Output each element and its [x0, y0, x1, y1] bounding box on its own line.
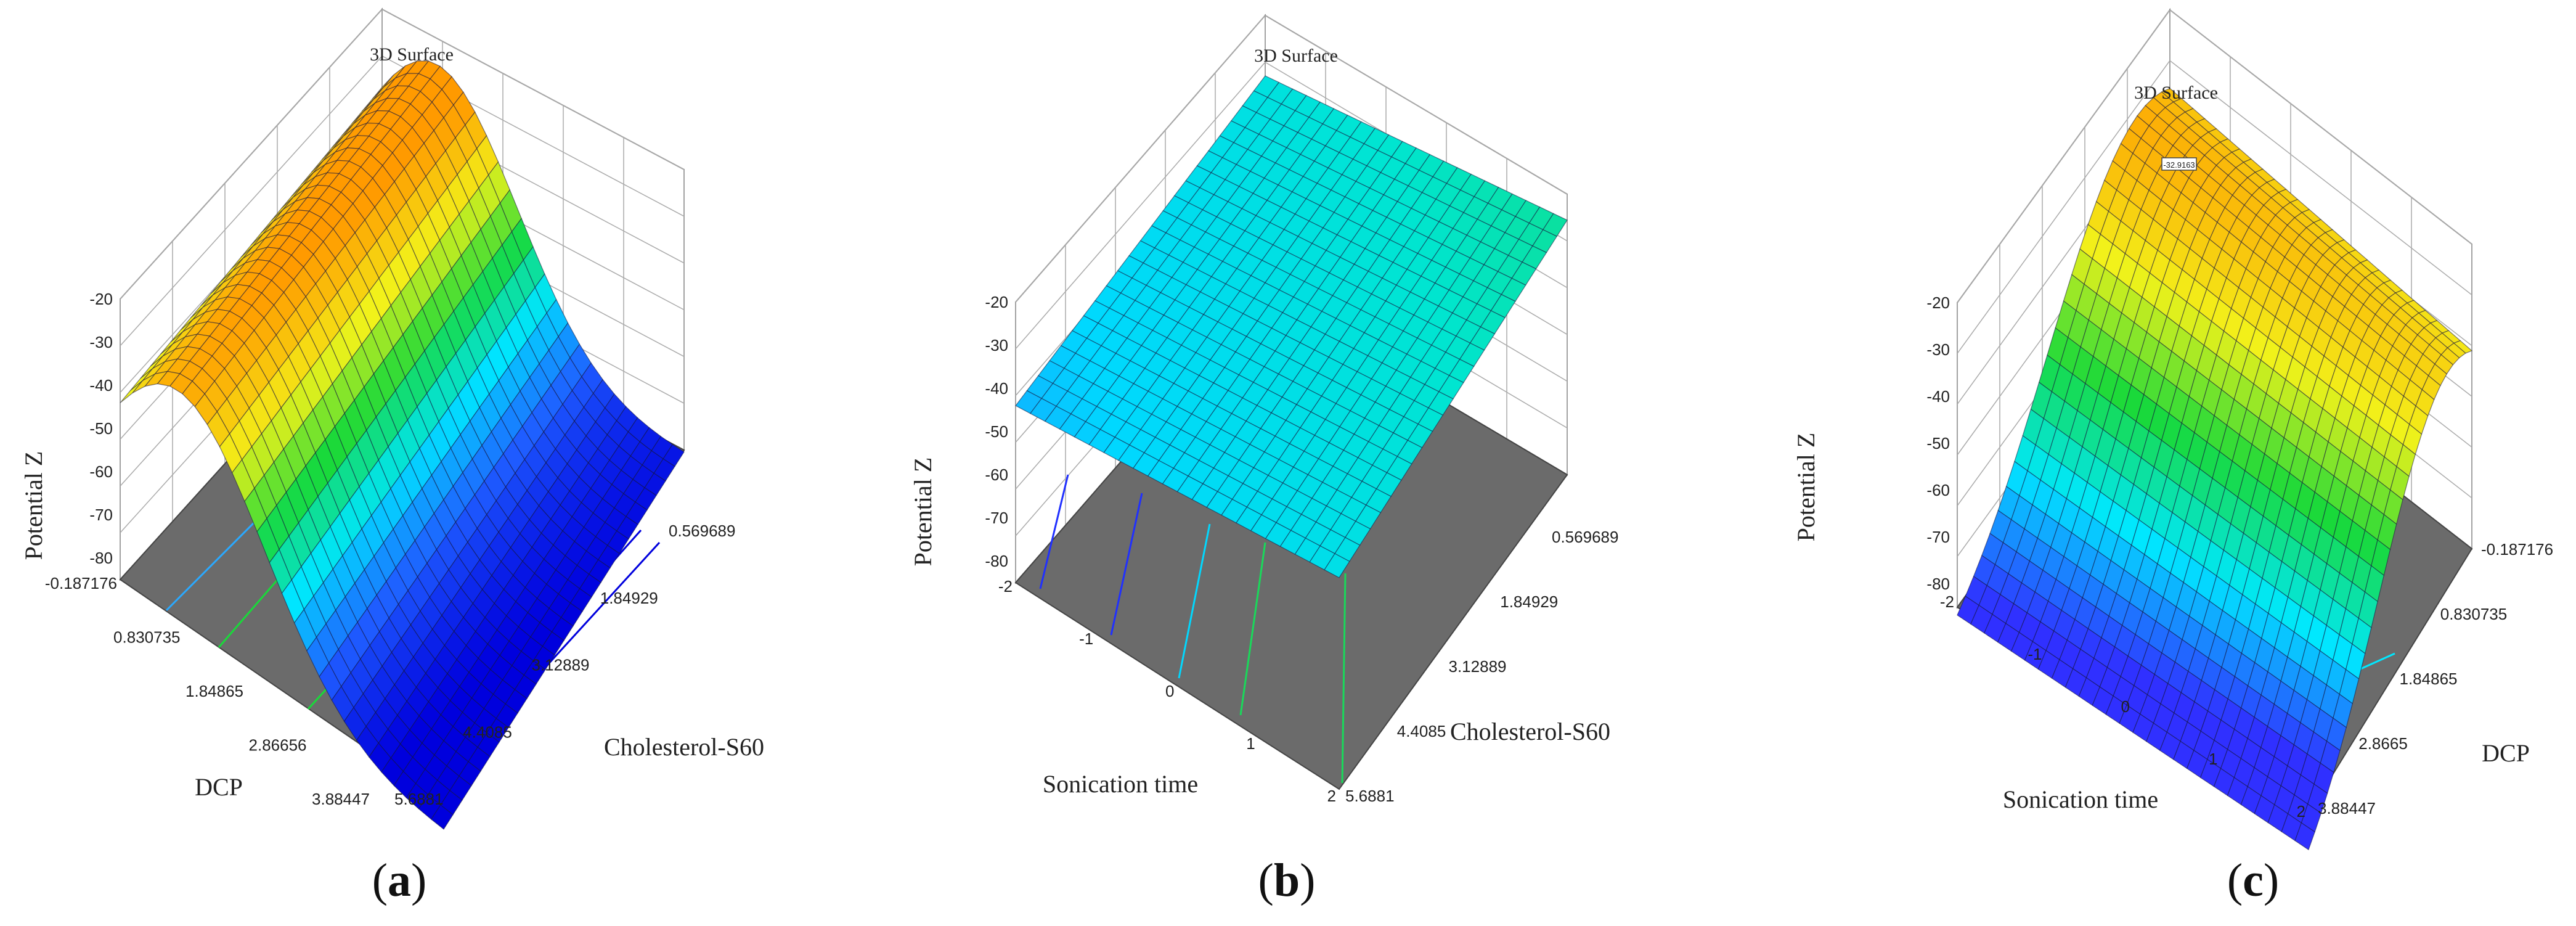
chart-a-ztick-label: -60: [89, 462, 113, 481]
chart-b-floor-contour: [1239, 542, 1266, 716]
chart-b-xtick-label: -1: [1079, 629, 1093, 648]
chart-a-ytick-label: 4.4085: [463, 723, 512, 741]
surface-chart-c: -20 -30 -40 -50 -60 -70 -80-2 -1 0 1 2 3.88447 2.866…: [1792, 7, 2553, 851]
chart-c-ytick-label: 0.830735: [2440, 605, 2507, 623]
chart-a-ztick-label: -40: [89, 376, 113, 395]
chart-b-ztick-label: -40: [985, 379, 1008, 398]
chart-b-ztick-label: -70: [985, 509, 1008, 527]
panel-a: -20 -30 -40 -50 -60 -70 -80 -0.187176 0.830735 1.…: [0, 0, 858, 926]
chart-b-xtick-label: -2: [998, 577, 1013, 596]
chart-a-ztick-label: -30: [89, 333, 113, 351]
chart-a-ztick-label: -20: [89, 290, 113, 308]
chart-b-xtick-label: 0: [1165, 682, 1174, 700]
chart-b-ytick-label: 3.12889: [1449, 657, 1507, 676]
chart-b-ytick-label: 4.4085: [1397, 722, 1446, 740]
chart-a-xtick-label: 2.86656: [249, 736, 307, 755]
chart-a-xtick-label: 1.84865: [185, 682, 243, 700]
chart-c-max-flag-box: [2161, 157, 2197, 171]
caption-c: (c): [2227, 854, 2280, 906]
chart-b-mesh-cell: [1324, 553, 1350, 578]
chart-c-ytick-label: -0.187176: [2481, 540, 2553, 559]
chart-c-title: 3D Surface: [2134, 83, 2218, 103]
chart-b-wall-grid-h: [1015, 15, 1266, 303]
chart-c-group: -20 -30 -40 -50 -60 -70 -80-2 -1 0 1 2 3.88447 2.866…: [1792, 7, 2553, 851]
chart-a-wall-grid-h: [120, 9, 383, 300]
chart-a-mesh-cell: [120, 380, 143, 403]
chart-a-xtick-label: 0.830735: [113, 628, 180, 647]
chart-b-ytick-label: 0.569689: [1552, 528, 1618, 546]
chart-b-xtick-label: 2: [1327, 787, 1336, 805]
chart-c-ztick-label: -40: [1926, 387, 1950, 406]
chart-c-xtick-label: -1: [2028, 645, 2042, 663]
chart-b-ztick-label: -60: [985, 465, 1008, 484]
chart-b-xlabel: Sonication time: [1043, 770, 1198, 798]
chart-b-floor-contour: [1110, 493, 1143, 636]
chart-b-ztick-label: -50: [985, 422, 1008, 441]
chart-a-ztick-label: -70: [89, 506, 113, 524]
chart-c-ztick-label: -20: [1926, 293, 1950, 312]
chart-c-xtick-label: 2: [2297, 802, 2305, 821]
chart-a-wall-grid-h: [381, 9, 685, 170]
chart-c-xtick-label: -2: [1940, 592, 1954, 611]
chart-c-xtick-label: 0: [2121, 697, 2130, 716]
chart-a-group: -20 -30 -40 -50 -60 -70 -80 -0.187176 0.830735 1.…: [20, 7, 764, 830]
chart-c-zlabel: Potential Z: [1792, 433, 1820, 542]
chart-a-title: 3D Surface: [370, 44, 454, 65]
caption-b: (b): [1258, 854, 1316, 906]
chart-a-xlabel: DCP: [195, 773, 243, 801]
chart-c-wall-grid-h: [1957, 9, 2170, 303]
chart-a-xtick-label: 3.88447: [312, 790, 370, 808]
surface-chart-a: -20 -30 -40 -50 -60 -70 -80 -0.187176 0.830735 1.…: [20, 7, 764, 830]
chart-c-ztick-label: -60: [1926, 481, 1950, 499]
chart-c-ztick-label: -70: [1926, 528, 1950, 546]
chart-a-xtick-label: -0.187176: [45, 574, 117, 592]
chart-a-ytick-label: 0.569689: [669, 522, 735, 540]
chart-b-ytick-label: 5.6881: [1345, 787, 1395, 805]
chart-b-group: -20 -30 -40 -50 -60 -70 -80 -2 -1 0 1 2 5.6881 4.4085…: [909, 14, 1618, 805]
chart-b-floor-contour: [1178, 523, 1211, 679]
chart-a-ytick-label: 5.6881: [394, 790, 444, 808]
chart-c-ylabel: DCP: [2482, 739, 2530, 767]
chart-c-mesh-cell: [2294, 822, 2315, 851]
chart-c-ztick-label: -30: [1926, 340, 1950, 359]
chart-b-ylabel: Cholesterol-S60: [1450, 718, 1610, 745]
chart-b-zlabel: Potential Z: [909, 457, 937, 567]
chart-b-ztick-label: -80: [985, 552, 1008, 570]
chart-c-ytick-label: 2.8665: [2358, 734, 2408, 753]
chart-c-ztick-label: -80: [1926, 575, 1950, 593]
chart-c-max-flag: -32.9163: [2163, 160, 2195, 170]
chart-a-ytick-label: 1.84929: [600, 589, 658, 607]
chart-a-wall-grid-h: [120, 55, 383, 346]
chart-c-wall-grid-h: [1957, 60, 2170, 354]
panel-b: -20 -30 -40 -50 -60 -70 -80 -2 -1 0 1 2 5.6881 4.4085…: [858, 0, 1717, 926]
chart-b-xtick-label: 1: [1246, 734, 1255, 753]
chart-b-floor-contour: [1039, 474, 1069, 589]
chart-b-ztick-label: -30: [985, 336, 1008, 354]
chart-a-ylabel: Cholesterol-S60: [604, 733, 764, 761]
chart-c-xlabel: Sonication time: [2003, 785, 2158, 813]
chart-b-floor-contour: [1341, 573, 1347, 784]
surface-chart-b: -20 -30 -40 -50 -60 -70 -80 -2 -1 0 1 2 5.6881 4.4085…: [909, 14, 1618, 805]
chart-c-wall-grid-h: [2169, 60, 2472, 295]
panel-c: -20 -30 -40 -50 -60 -70 -80-2 -1 0 1 2 3.88447 2.866…: [1717, 0, 2575, 926]
chart-c-ytick-label: 3.88447: [2318, 799, 2376, 817]
chart-b-ytick-label: 1.84929: [1500, 592, 1558, 611]
caption-a: (a): [372, 854, 427, 906]
chart-c-xtick-label: 1: [2209, 750, 2217, 768]
chart-b-ztick-label: -20: [985, 293, 1008, 311]
chart-b-wall-grid-h: [1015, 62, 1266, 350]
chart-a-ztick-label: -80: [89, 549, 113, 567]
chart-a-zlabel: Potential Z: [20, 451, 47, 560]
chart-a-ztick-label: -50: [89, 419, 113, 438]
chart-b-title: 3D Surface: [1254, 46, 1338, 66]
chart-c-ztick-label: -50: [1926, 434, 1950, 453]
chart-c-wall-grid-h: [2169, 9, 2472, 245]
chart-a-mesh-cell: [430, 804, 454, 830]
chart-a-ytick-label: 3.12889: [532, 656, 590, 674]
chart-c-ytick-label: 1.84865: [2400, 670, 2458, 688]
chart-b-wall-grid-h: [1265, 15, 1568, 195]
